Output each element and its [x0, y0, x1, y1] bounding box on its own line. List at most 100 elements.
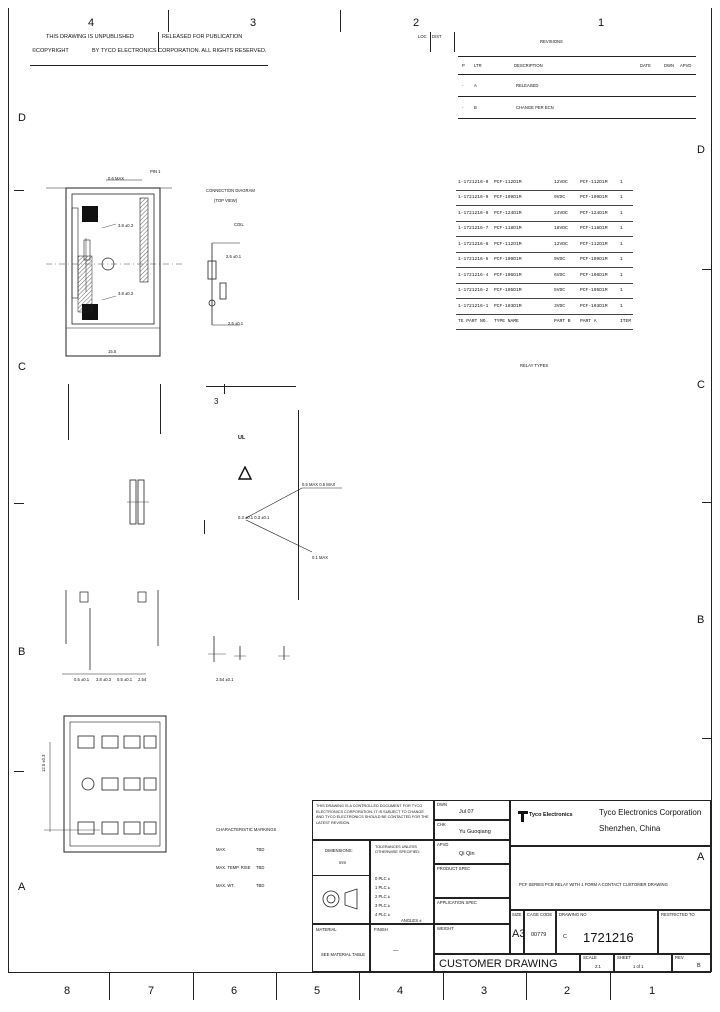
tb-finish-label: FINISH: [374, 927, 388, 932]
tb-material-value: SEE MATERIAL TABLE: [321, 952, 366, 957]
zone-left-c: C: [18, 361, 26, 373]
border-right: [711, 8, 712, 972]
detail-vertical-line: [298, 410, 299, 600]
top-view: 0.6 MAX PIN 1 3.8 ±0.3 3.8 ±0.3 15.5: [44, 168, 184, 368]
tb-chk-value: Yu Guoqiang: [459, 829, 491, 835]
tyco-logo-icon: [518, 811, 528, 822]
pin-profile: [127, 479, 149, 525]
notes-row2-val: TBD: [256, 865, 265, 870]
zone-right-c: C: [697, 379, 705, 391]
tb-drawing-no-cell: DRAWING NO C 1721216: [556, 910, 658, 954]
bottom-view: 12.5 ±0.3: [40, 712, 175, 857]
side-dim-3: 0.5 ±0.1: [117, 677, 133, 682]
zone-bottom-8: 8: [64, 985, 71, 997]
tb-notice: THIS DRAWING IS A CONTROLLED DOCUMENT FO…: [316, 804, 429, 825]
tb-tolerances-label: TOLERANCES UNLESS OTHERWISE SPECIFIED:: [375, 845, 421, 854]
title-block: THIS DRAWING IS A CONTROLLED DOCUMENT FO…: [312, 800, 711, 972]
tb-finish-cell: FINISH —: [370, 924, 434, 972]
tb-cage-value: 00779: [531, 932, 547, 938]
rev-col-p: P: [462, 63, 465, 68]
tb-product-spec-label: PRODUCT SPEC: [437, 866, 471, 871]
tb-product-spec-cell: PRODUCT SPEC: [434, 864, 510, 898]
tb-finish-value: —: [393, 948, 399, 954]
tb-rev-value: B: [697, 963, 701, 969]
zone-top-4: 4: [88, 17, 95, 29]
zone-bottom-3: 3: [481, 985, 488, 997]
rev-row1-ltr: A: [474, 83, 477, 88]
detail-callout-a: 0.5 MAX 0.5 MAX: [302, 482, 336, 487]
tb-apvd-cell: APVD Qi Qin: [434, 840, 510, 864]
zone-bottom-6: 6: [231, 985, 238, 997]
zone-right-b: B: [697, 614, 705, 626]
zone-left-a: A: [18, 881, 26, 893]
projection-symbol-icon: [322, 888, 358, 910]
tb-tol-2: 2 PLC ±: [375, 894, 391, 899]
tb-rev-cell: REV B: [672, 954, 711, 972]
tb-tol-0: 0 PLC ±: [375, 876, 391, 881]
notes-row1-val: TBD: [256, 847, 265, 852]
detail-marker: 3: [214, 397, 219, 406]
tb-dwn-cell: DWN Jul 07: [434, 800, 510, 820]
rev-col-ltr: LTR: [474, 63, 482, 68]
rev-row1-p: -: [462, 83, 464, 88]
tb-tol-1: 1 PLC ±: [375, 885, 391, 890]
side-line: [160, 384, 161, 434]
side-elevation: [62, 590, 159, 675]
zone-left-b: B: [18, 646, 26, 658]
bottom-view-side-label: 12.5 ±0.3: [41, 754, 46, 772]
side-dim-2: 3.8 ±0.3: [96, 677, 112, 682]
tb-application-spec-cell: APPLICATION SPEC: [434, 898, 510, 924]
side-line: [68, 384, 69, 440]
zone-tick: [610, 972, 611, 1000]
zone-tick: [193, 972, 194, 1000]
revisions-block: LOC DIST REVISIONS P LTR DESCRIPTION DAT…: [418, 32, 696, 122]
schematic-symbol: [207, 242, 240, 326]
border-left: [8, 8, 9, 972]
characteristic-notes: CHARACTERISTIC MARKINGS MAX. TBD MAX. TE…: [212, 826, 284, 896]
tb-dimensions-cell: DIMENSIONS: mm: [312, 840, 371, 924]
tb-weight-cell: WEIGHT: [434, 924, 510, 954]
schematic-dim-a: 2.5 ±0.1: [226, 254, 242, 259]
tb-apvd-label: APVD: [437, 842, 449, 847]
tb-chk-label: CHK: [437, 822, 446, 827]
tb-material-label: MATERIAL: [316, 927, 337, 932]
pin-end-view: [208, 636, 290, 662]
zone-tick: [702, 738, 711, 739]
notes-row1-label: MAX.: [216, 847, 227, 852]
rev-col-date: DATE: [640, 63, 651, 68]
copyright-line2: ©COPYRIGHT: [32, 48, 69, 54]
dist-label: DIST: [432, 34, 442, 39]
release-line1: RELEASED FOR PUBLICATION: [162, 34, 243, 40]
side-dim-4: 2.54: [138, 677, 147, 682]
tb-angles: ANGLES ±: [401, 918, 422, 923]
zone-right-a: A: [697, 851, 705, 863]
top-view-pin-label: PIN 1: [150, 169, 161, 174]
tb-company-name: Tyco Electronics Corporation: [599, 808, 702, 817]
zone-tick: [702, 269, 711, 270]
tb-restricted-cell: RESTRICTED TO: [658, 910, 711, 954]
tb-dwn-label: DWN: [437, 802, 448, 807]
tb-description-cell: PCF SERIES PCB RELAY WITH 1 FORM A CONTA…: [510, 846, 711, 910]
tb-weight-label: WEIGHT: [437, 926, 454, 931]
detail-callout-c: 0.1 MAX: [312, 555, 329, 560]
tb-drawing-no-label: DRAWING NO: [559, 912, 587, 917]
zone-top-1: 1: [598, 17, 605, 29]
rev-row1-desc: RELEASED: [516, 83, 539, 88]
tb-scale-cell: SCALE 2:1: [580, 954, 614, 972]
loc-label: LOC: [418, 34, 427, 39]
release-line2: BY TYCO ELECTRONICS CORPORATION. ALL RIG…: [92, 48, 267, 54]
zone-bottom-7: 7: [148, 985, 155, 997]
tb-rev-label: REV: [675, 955, 684, 960]
zone-bottom-1: 1: [649, 985, 656, 997]
